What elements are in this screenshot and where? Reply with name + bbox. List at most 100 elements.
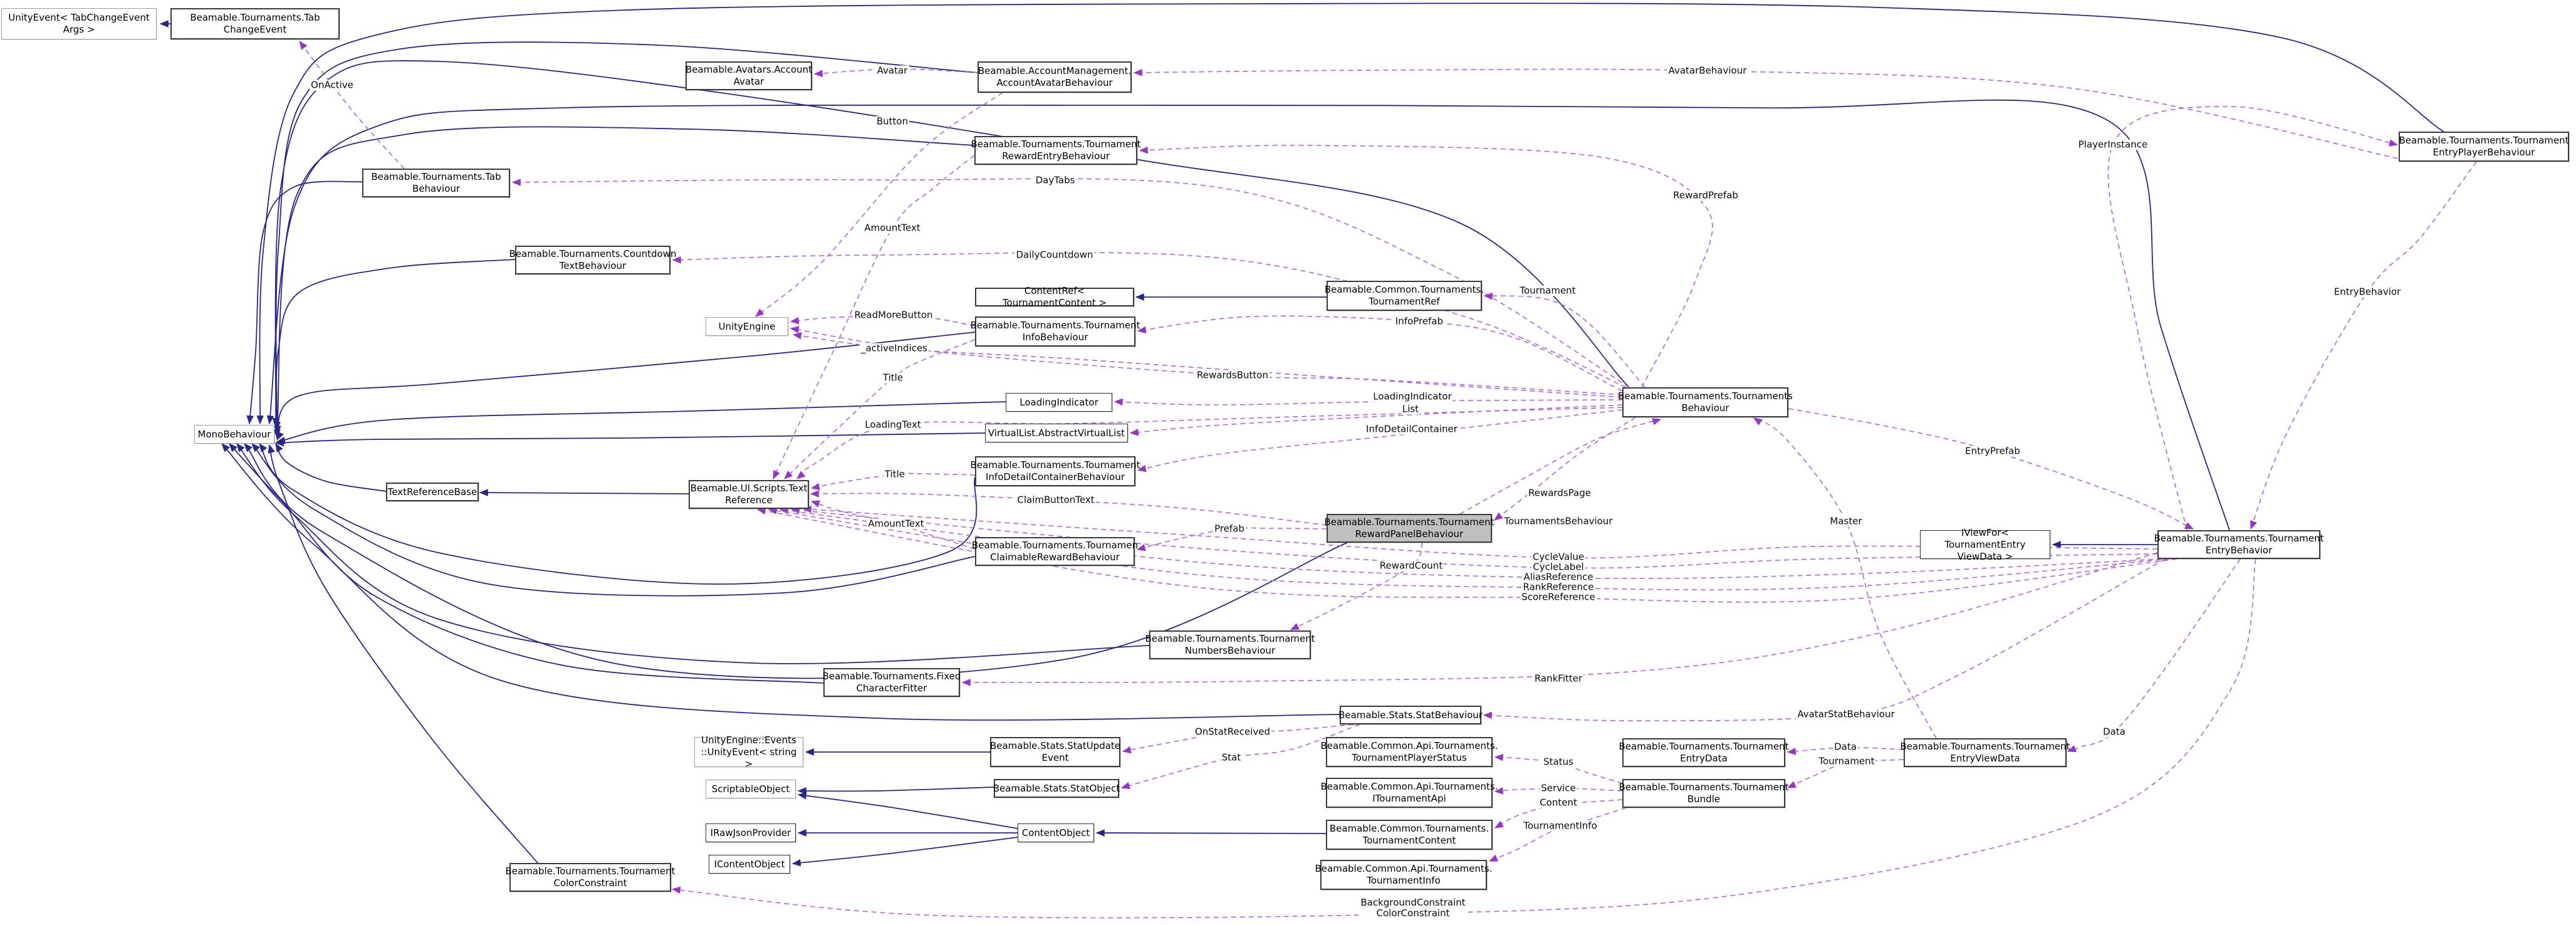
edge-use-tournamentsbehaviour <box>1459 418 1662 515</box>
edge-label-use-backgroundconstraint: BackgroundConstraint ColorConstraint <box>1359 897 1467 919</box>
edge-inh-abstractvirtuallist <box>274 432 986 447</box>
edge-use-dailycountdown <box>672 252 1627 388</box>
class-node-contentref[interactable]: ContentRef< TournamentContent > <box>975 285 1134 308</box>
class-node-rewardentrybehaviour[interactable]: Beamable.Tournaments.Tournament RewardEn… <box>971 136 1141 165</box>
edge-inh-statbehaviour <box>221 443 1340 721</box>
class-node-statbehaviour[interactable]: Beamable.Stats.StatBehaviour <box>1338 706 1483 724</box>
edge-label-use-rewardcount: RewardCount <box>1378 560 1444 572</box>
class-node-textreferencebase[interactable]: TextReferenceBase <box>386 483 479 501</box>
edge-label-use-rewardspage: RewardsPage <box>1527 487 1592 499</box>
edge-label-use-data1: Data <box>2102 726 2127 738</box>
edge-use-onactive <box>299 41 405 169</box>
edge-label-use-onstatreceived: OnStatReceived <box>1193 726 1272 738</box>
class-node-scriptableobject: ScriptableObject <box>706 780 796 798</box>
edge-label-use-loadingindicator: LoadingIndicator <box>1372 390 1453 402</box>
edge-use-amounttext1 <box>773 155 975 480</box>
class-node-fixedcharacterfitter[interactable]: Beamable.Tournaments.Fixed CharacterFitt… <box>823 668 961 697</box>
edge-use-rewardcount <box>1290 542 1423 630</box>
edge-inh-tournamentcontent <box>1095 829 1327 837</box>
edge-use-infoprefab <box>1137 315 1623 392</box>
class-node-irawjsonprovider[interactable]: IRawJsonProvider <box>706 823 796 842</box>
class-node-itournamentapi[interactable]: Beamable.Common.Api.Tournaments. ITourna… <box>1321 778 1498 808</box>
edge-label-use-rewardprefab: RewardPrefab <box>1672 189 1739 201</box>
edge-use-scorereference <box>756 507 2177 603</box>
edge-label-use-rankreference: RankReference <box>1521 581 1595 593</box>
edge-label-use-prefab: Prefab <box>1213 523 1246 535</box>
edge-label-use-daytabs: DayTabs <box>1034 174 1077 186</box>
class-node-countdowntextbehaviour[interactable]: Beamable.Tournaments.Countdown TextBehav… <box>509 246 676 274</box>
class-node-monobehaviour: MonoBehaviour <box>194 425 274 444</box>
edge-use-playerinstance <box>2107 106 2399 531</box>
edge-label-use-tournament: Tournament <box>1518 285 1577 296</box>
class-node-unityengine: UnityEngine <box>706 317 788 336</box>
class-node-entryviewdata[interactable]: Beamable.Tournaments.Tournament EntryVie… <box>1900 738 2070 767</box>
class-node-statobject[interactable]: Beamable.Stats.StatObject <box>993 779 1120 798</box>
edge-label-use-list: List <box>1400 403 1421 415</box>
class-node-contentobject[interactable]: ContentObject <box>1018 823 1094 842</box>
edge-use-data2 <box>1786 747 1904 755</box>
edge-label-use-button: Button <box>875 115 910 127</box>
edge-label-use-rankfitter: RankFitter <box>1533 672 1584 684</box>
class-node-tournamentinfo[interactable]: Beamable.Common.Api.Tournaments. Tournam… <box>1315 860 1492 890</box>
edge-use-entryprefab <box>1788 408 2194 530</box>
edge-label-use-avatar: Avatar <box>875 65 909 76</box>
class-node-tournamentplayerstatus[interactable]: Beamable.Common.Api.Tournaments. Tournam… <box>1321 737 1498 767</box>
class-node-loadingindicator[interactable]: LoadingIndicator <box>1006 393 1112 412</box>
edge-inh-rewardentrybehaviour <box>274 126 975 435</box>
class-node-tournamentbundle[interactable]: Beamable.Tournaments.Tournament Bundle <box>1619 779 1789 808</box>
class-node-colorconstraint[interactable]: Beamable.Tournaments.Tournament ColorCon… <box>505 863 675 892</box>
class-node-accountavatar[interactable]: Beamable.Avatars.Account Avatar <box>686 61 812 90</box>
edge-inh-entrybehavior-mono <box>266 99 2230 531</box>
edge-label-use-infodetailcontainer: InfoDetailContainer <box>1365 423 1459 435</box>
edge-use-loadingindicator <box>1113 398 1623 406</box>
edge-use-list <box>1129 404 1623 436</box>
edge-inh-infobehaviour <box>276 332 976 441</box>
edge-label-use-cyclelabel: CycleLabel <box>1531 561 1585 573</box>
class-node-entrybehavior[interactable]: Beamable.Tournaments.Tournament EntryBeh… <box>2154 530 2324 559</box>
edge-inh-fixedcharacterfitter <box>229 443 824 684</box>
class-node-tabbehaviour[interactable]: Beamable.Tournaments.Tab Behaviour <box>362 169 510 197</box>
class-node-unityevent-string: UnityEngine::Events ::UnityEvent< string… <box>694 734 803 770</box>
class-node-statupdateevent[interactable]: Beamable.Stats.StatUpdate Event <box>990 737 1120 767</box>
edge-inh-textreferencebase <box>275 442 387 492</box>
edge-label-use-tournamentsbehaviour: TournamentsBehaviour <box>1503 515 1614 527</box>
class-node-tournamentsbehaviour[interactable]: Beamable.Tournaments.Tournaments Behavio… <box>1618 387 1793 417</box>
edge-label-use-title2: Title <box>883 468 907 480</box>
class-node-textreference[interactable]: Beamable.UI.Scripts.Text Reference <box>689 480 809 509</box>
class-node-iviewfor[interactable]: IViewFor< TournamentEntry ViewData > <box>1920 527 2050 562</box>
edge-label-use-rewardsbutton: RewardsButton <box>1196 369 1270 381</box>
class-node-tournamentref[interactable]: Beamable.Common.Tournaments. TournamentR… <box>1325 281 1484 311</box>
edge-inh-entryplayerbehaviour <box>256 3 2444 425</box>
class-node-claimablerewardbehaviour[interactable]: Beamable.Tournaments.Tournamen Claimable… <box>972 537 1138 566</box>
edge-inh-accountavatarbehaviour <box>273 41 978 431</box>
class-node-numbersbehaviour[interactable]: Beamable.Tournaments.Tournament NumbersB… <box>1145 630 1315 659</box>
edge-label-use-title1: Title <box>881 372 905 384</box>
edge-use-title1 <box>784 339 976 479</box>
edge-label-use-avatarstatbehaviour: AvatarStatBehaviour <box>1796 708 1896 720</box>
edge-inh-countdowntextbehaviour <box>273 259 516 439</box>
edge-inh-tabbehaviour <box>246 180 363 425</box>
edge-inh-loadingindicator <box>276 401 1006 444</box>
edge-use-rewardprefab <box>1139 144 1713 388</box>
class-node-infobehaviour[interactable]: Beamable.Tournaments.Tournament InfoBeha… <box>970 316 1140 347</box>
edge-use-entrybehavior <box>2250 161 2477 530</box>
class-node-abstractvirtuallist[interactable]: VirtualList.AbstractVirtualList <box>985 424 1128 442</box>
class-node-tabchangeevent[interactable]: Beamable.Tournaments.Tab ChangeEvent <box>170 8 340 39</box>
edge-inh-contentobject-so <box>797 792 1018 829</box>
edge-inh-claimablerewardbehaviour <box>251 443 976 597</box>
class-node-accountavatarbehaviour[interactable]: Beamable.AccountManagement. AccountAvata… <box>978 61 1132 93</box>
class-node-entrydata[interactable]: Beamable.Tournaments.Tournament EntryDat… <box>1619 738 1789 767</box>
class-node-tournamentcontent[interactable]: Beamable.Common.Tournaments. TournamentC… <box>1326 820 1493 850</box>
edge-label-use-loadingtext: LoadingText <box>863 419 922 431</box>
edge-label-use-amounttext2: AmountText <box>867 518 926 530</box>
class-node-icontentobject[interactable]: IContentObject <box>709 855 790 874</box>
edge-use-tournament2 <box>1786 759 1904 788</box>
class-node-entryplayerbehaviour[interactable]: Beamable.Tournaments.Tournament EntryPla… <box>2399 132 2569 162</box>
edge-use-button <box>755 92 1003 317</box>
class-node-unityevent-tabchange: UnityEvent< TabChangeEvent Args > <box>1 8 157 39</box>
class-node-infodetailcontainerbehaviour[interactable]: Beamable.Tournaments.Tournament InfoDeta… <box>970 456 1140 486</box>
edge-use-rankfitter <box>961 552 2158 686</box>
edge-label-use-service: Service <box>1540 782 1577 794</box>
edge-label-use-amounttext1: AmountText <box>863 222 922 234</box>
edge-use-tournament <box>1483 292 1645 388</box>
